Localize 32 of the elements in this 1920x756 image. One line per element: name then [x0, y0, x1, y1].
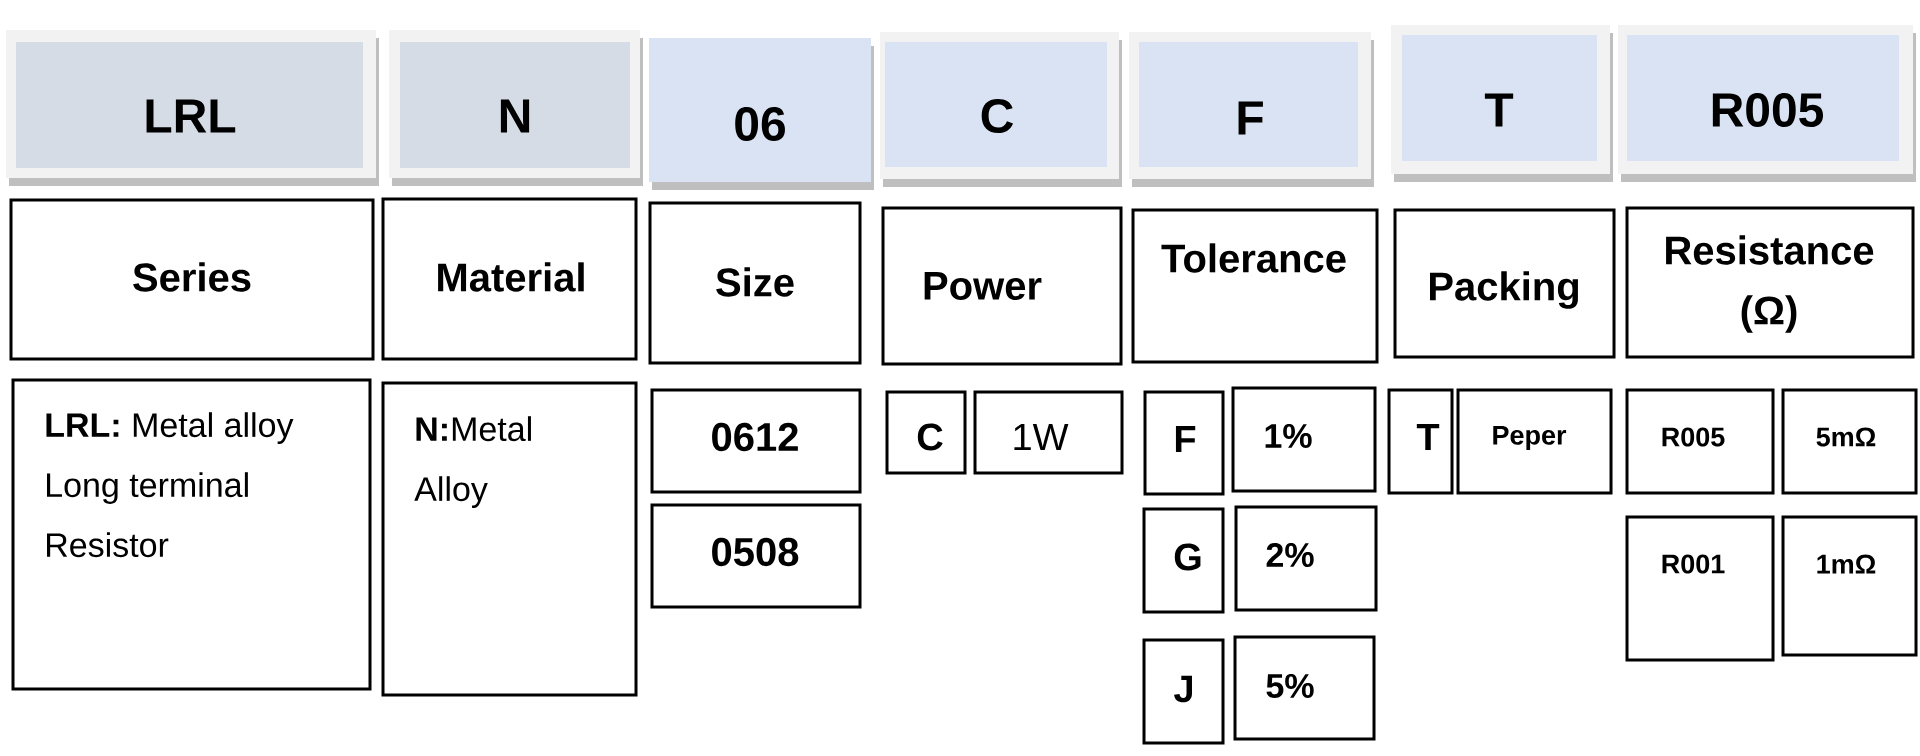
option-box: 0508: [650, 503, 862, 609]
option-box: 0612: [650, 388, 862, 494]
field-header-box: Series: [9, 198, 375, 361]
field-header-box: Material: [381, 197, 638, 361]
option-box: 1mΩ: [1781, 515, 1918, 657]
description-box: N:Metal Alloy: [381, 381, 638, 697]
field-header-box: Packing: [1393, 208, 1616, 359]
option-box: 1%: [1231, 386, 1377, 493]
option-box: Peper: [1456, 388, 1613, 495]
description-box: LRL: Metal alloy Long terminal Resistor: [11, 378, 372, 691]
code-tile: C: [880, 32, 1122, 187]
code-tile: T: [1391, 25, 1613, 182]
option-box: C: [885, 390, 967, 475]
field-header-box: Resistance (Ω): [1625, 206, 1915, 359]
option-box: G: [1142, 507, 1225, 614]
option-box: 2%: [1234, 505, 1378, 612]
code-tile: 06: [649, 38, 874, 190]
option-box: 5mΩ: [1781, 388, 1918, 495]
code-tile: N: [389, 30, 643, 186]
option-box: R005: [1625, 388, 1775, 495]
code-tile: F: [1129, 32, 1374, 187]
option-box: F: [1143, 390, 1225, 496]
option-box: R001: [1625, 515, 1775, 662]
option-box: 1W: [973, 390, 1124, 475]
field-header-box: Tolerance: [1131, 208, 1379, 364]
option-box: 5%: [1233, 635, 1376, 741]
option-box: J: [1142, 638, 1225, 745]
code-tile: R005: [1618, 25, 1916, 182]
field-header-box: Power: [881, 206, 1123, 366]
code-tile: LRL: [6, 30, 379, 186]
field-header-box: Size: [648, 201, 862, 365]
option-box: T: [1387, 388, 1454, 495]
